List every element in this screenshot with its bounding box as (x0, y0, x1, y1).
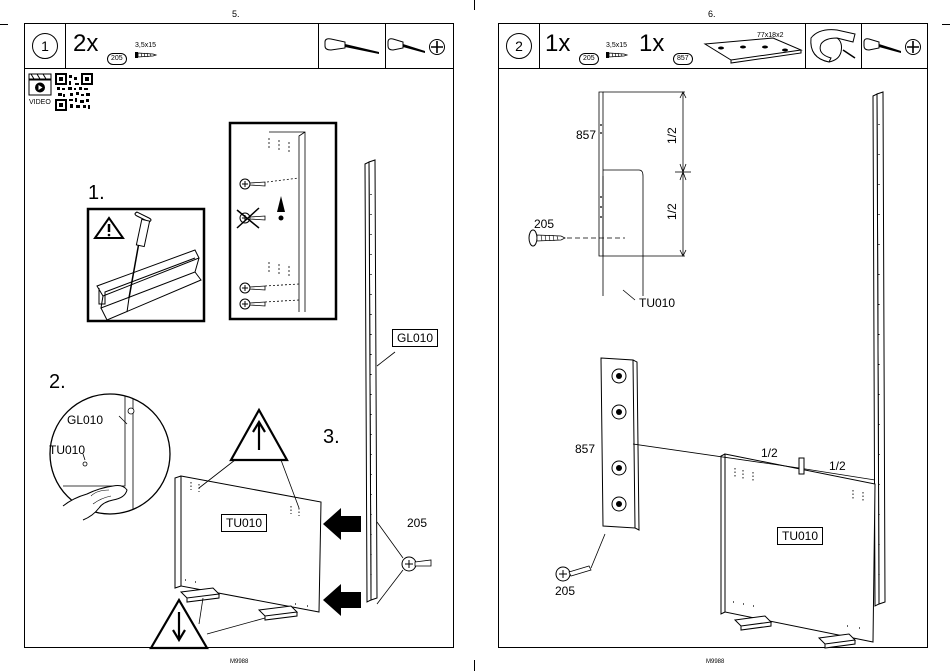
page-number: 6. (708, 9, 716, 19)
template-label-bottom: 857 (575, 442, 595, 456)
hardware-quantity: 1x (545, 30, 570, 58)
phillips-head-icon (428, 38, 446, 56)
dimension-half-d: 1/2 (829, 459, 846, 473)
rail-label: GL010 (392, 329, 438, 347)
header-divider (861, 24, 862, 68)
phillips-screwdriver-icon (387, 38, 427, 58)
step-number: 2 (506, 33, 532, 59)
crop-mark (0, 24, 8, 25)
page-5-frame: 1 2x 205 3,5x15 VIDEO (24, 23, 454, 648)
step-number: 1 (32, 33, 58, 59)
assembly-illustration (115, 154, 415, 644)
tape-roll-icon (807, 28, 859, 64)
video-icon (29, 74, 51, 96)
template-label-top: 857 (576, 128, 596, 142)
substep-1-label: 1. (88, 182, 105, 205)
panel-label-top: TU010 (639, 296, 675, 310)
dimension-half-a: 1/2 (665, 127, 679, 144)
page-footer: M9988 (230, 659, 248, 665)
screw-label-top: 205 (534, 217, 554, 231)
header-divider (539, 24, 540, 68)
phillips-head-icon (904, 38, 922, 56)
header-divider (318, 24, 319, 68)
qr-code-icon[interactable] (55, 73, 93, 111)
panel-label: TU010 (221, 514, 267, 532)
screw-icon (135, 50, 157, 60)
hardware-part-badge: 205 (107, 53, 127, 65)
dimension-half-c: 1/2 (761, 446, 778, 460)
assembly-template-icon (703, 36, 803, 64)
screw-icon (606, 50, 628, 60)
hardware-size: 3,5x15 (606, 42, 627, 49)
hardware-part-badge: 205 (579, 53, 599, 65)
header-divider (65, 24, 66, 68)
dimension-half-b: 1/2 (665, 203, 679, 220)
detail-panel-label: TU010 (49, 443, 85, 457)
hardware-part-badge: 857 (673, 53, 693, 65)
hardware-quantity: 2x (73, 30, 98, 58)
video-label: VIDEO (29, 99, 51, 106)
hardware-size: 3,5x15 (135, 42, 156, 49)
page-footer: M9988 (706, 659, 724, 665)
detail-rail-label: GL010 (67, 413, 103, 427)
page-6-frame: 2 1x 205 3,5x15 1x 857 77x18x2 (498, 23, 928, 648)
crop-mark (474, 0, 475, 10)
crop-mark (942, 24, 950, 25)
crop-mark (474, 660, 475, 671)
panel-label-bottom: TU010 (777, 527, 823, 545)
flat-screwdriver-icon (323, 38, 383, 58)
header-divider (385, 24, 386, 68)
header-divider (805, 24, 806, 68)
screw-label: 205 (407, 516, 427, 530)
page-number: 5. (232, 9, 240, 19)
screw-label-bottom: 205 (555, 584, 575, 598)
panel-alignment-illustration (529, 344, 899, 644)
step-header: 2 1x 205 3,5x15 1x 857 77x18x2 (499, 24, 927, 69)
phillips-screwdriver-icon (863, 38, 903, 58)
step-header: 1 2x 205 3,5x15 (25, 24, 453, 69)
hardware-quantity: 1x (639, 30, 664, 58)
template-placement-illustration (499, 84, 699, 304)
